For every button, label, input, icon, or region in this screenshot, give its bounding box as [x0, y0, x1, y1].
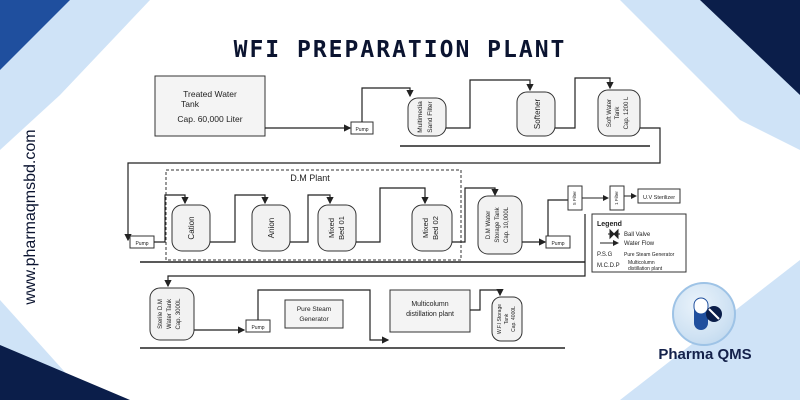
soft-tank-line1: Soft Water	[607, 99, 613, 127]
sterile-tank-line1: Sterile D.M	[158, 299, 164, 329]
flow-line	[257, 289, 390, 344]
sterile-tank-line3: Cap. 3000L	[176, 298, 182, 330]
mixed-bed-1-line2: Bed 01	[337, 216, 346, 240]
legend-mcdp-abbr: M.C.D.P	[597, 263, 620, 269]
soft-tank-line3: Cap. 1200 L	[624, 96, 630, 129]
page-title: WFI PREPARATION PLANT	[233, 37, 567, 64]
soft-water-tank	[597, 89, 641, 137]
treated-tank-line1: Treated Water	[183, 89, 237, 99]
uv-sterilizer-label: U.V Sterilizer	[643, 195, 675, 201]
wfi-tank-line2: Tank	[504, 313, 510, 324]
flow-line	[446, 79, 534, 129]
dm-plant-label: D.M Plant	[290, 173, 330, 183]
wfi-storage-tank	[491, 296, 523, 342]
treated-water-tank	[154, 75, 266, 137]
flow-line	[124, 127, 661, 242]
flow-line	[470, 289, 504, 311]
pump-4-label: Pump	[251, 325, 264, 331]
flow-line	[154, 194, 189, 243]
mixed-bed-2-line1: Mixed	[421, 218, 430, 238]
flow-line	[452, 187, 499, 243]
flow-line	[547, 199, 570, 236]
filter-1	[609, 185, 625, 211]
pump-3-label: Pump	[551, 241, 564, 247]
flow-line	[356, 187, 429, 243]
softener	[516, 91, 556, 137]
flow-line	[555, 77, 614, 129]
legend-title: Legend	[597, 221, 622, 228]
flow-line	[210, 194, 269, 243]
filter-5-label: 5 Filter	[572, 191, 577, 205]
dm-water-storage-tank	[477, 195, 523, 255]
ball-valve-symbol	[608, 228, 620, 240]
legend-mcdp-text1: Multicolumn	[628, 260, 655, 266]
multicolumn-line1: Multicolumn	[411, 301, 448, 308]
mixed-bed-02	[411, 204, 453, 252]
legend-psg-text: Pure Steam Generator	[624, 252, 675, 258]
softener-label: Softener	[533, 99, 542, 130]
pump-3	[545, 235, 571, 249]
multimedia-sand-filter	[407, 97, 447, 137]
pure-steam-generator	[284, 299, 344, 329]
anion-vessel	[251, 204, 291, 252]
legend-mcdp-text2: distillation plant	[628, 266, 663, 272]
treated-tank-line3: Cap. 60,000 Liter	[177, 114, 242, 124]
wfi-tank-line3: Cap. 4000L	[511, 306, 517, 332]
filter-1-label: 1 Filter	[614, 191, 619, 205]
pump-1-label: Pump	[355, 127, 368, 133]
dm-storage-line3: Cap. 10,000L	[504, 206, 510, 243]
brand-logo	[672, 282, 736, 346]
capsule-icon	[693, 297, 722, 330]
soft-tank-line2: Tank	[615, 106, 621, 120]
uv-sterilizer	[637, 188, 681, 204]
multimedia-line2: Sand Filter	[427, 100, 434, 132]
flow-line	[361, 87, 414, 122]
mixed-bed-1-line1: Mixed	[327, 218, 336, 238]
dm-storage-line2: Storage Tank	[495, 206, 501, 242]
legend-psg-abbr: P.S.G	[597, 252, 613, 258]
mixed-bed-2-line2: Bed 02	[431, 216, 440, 240]
flow-line	[290, 194, 334, 243]
multicolumn-line2: distillation plant	[406, 311, 454, 318]
cation-label: Cation	[187, 216, 196, 239]
dm-storage-line1: D.M Water	[486, 211, 492, 239]
legend-water-flow: Water Flow	[624, 241, 655, 247]
wfi-tank-line1: W.F.I Storage	[497, 304, 503, 334]
pure-steam-line2: Generator	[299, 316, 329, 323]
dm-plant-boundary	[165, 169, 462, 261]
treated-tank-line2: Tank	[181, 99, 200, 109]
pure-steam-line1: Pure Steam	[297, 306, 331, 313]
anion-label: Anion	[267, 218, 276, 238]
sterile-tank-line2: Water Tank	[167, 298, 173, 329]
multicolumn-distillation-plant	[389, 289, 471, 333]
cation-vessel	[171, 204, 211, 252]
flow-line	[164, 214, 586, 288]
multimedia-line1: Multimedia	[417, 101, 424, 133]
brand-name: Pharma QMS	[658, 346, 752, 363]
mixed-bed-01	[317, 204, 357, 252]
pump-2-label: Pump	[135, 241, 148, 247]
legend-ball-valve: Ball Valve	[624, 232, 651, 238]
sterile-dm-water-tank	[149, 287, 195, 341]
